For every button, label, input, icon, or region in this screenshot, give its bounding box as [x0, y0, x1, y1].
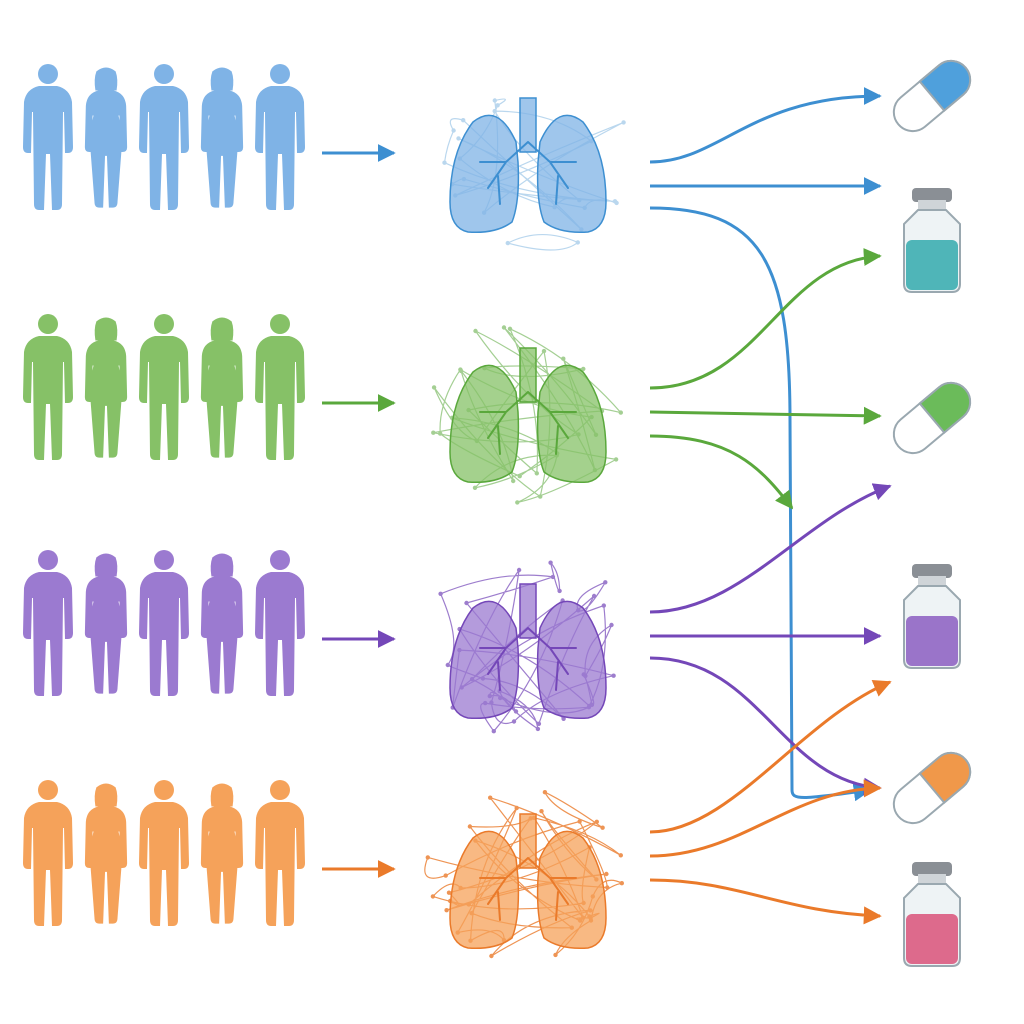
patient-group-orange — [23, 780, 305, 926]
male-person-icon — [23, 64, 73, 210]
patient-group-blue — [23, 64, 305, 210]
lung-phenotype-blue — [442, 97, 626, 251]
male-person-icon — [139, 780, 189, 926]
male-person-icon — [23, 780, 73, 926]
flow-arrow-green — [649, 248, 882, 390]
male-person-icon — [139, 314, 189, 460]
flow-arrows — [322, 87, 892, 925]
vial-teal-icon — [903, 188, 961, 293]
flow-arrow-purple — [649, 483, 892, 614]
lung-phenotype-orange — [424, 790, 624, 959]
male-person-icon — [255, 64, 305, 210]
bronchial-tree — [479, 141, 577, 205]
bronchial-tree — [479, 391, 577, 455]
capsule-green-icon — [892, 381, 972, 455]
flow-arrow-blue — [649, 87, 882, 164]
flow-arrow-green — [649, 434, 794, 510]
male-person-icon — [255, 780, 305, 926]
lungs-icon — [449, 583, 607, 720]
lungs-icon — [449, 97, 607, 234]
patient-group-purple — [23, 550, 305, 696]
female-person-icon — [200, 783, 244, 924]
treatments — [892, 59, 972, 967]
capsule-blue-icon — [892, 59, 972, 133]
flow-arrow-green — [649, 406, 882, 425]
female-person-icon — [200, 67, 244, 208]
flow-arrow-orange — [649, 680, 892, 834]
male-person-icon — [255, 314, 305, 460]
patient-groups — [23, 64, 305, 926]
female-person-icon — [84, 783, 128, 924]
bronchial-tree — [479, 627, 577, 691]
female-person-icon — [84, 317, 128, 458]
lung-phenotypes — [424, 97, 626, 959]
patient-group-green — [23, 314, 305, 460]
female-person-icon — [84, 553, 128, 694]
flow-arrow-orange — [649, 878, 882, 925]
male-person-icon — [139, 64, 189, 210]
vial-purple-icon — [903, 564, 961, 669]
male-person-icon — [23, 550, 73, 696]
vial-pink-icon — [903, 862, 961, 967]
lung-phenotype-purple — [438, 560, 616, 734]
capsule-orange-icon — [892, 751, 972, 825]
female-person-icon — [200, 317, 244, 458]
lung-phenotype-green — [431, 325, 623, 505]
female-person-icon — [200, 553, 244, 694]
lungs-icon — [449, 813, 607, 950]
male-person-icon — [139, 550, 189, 696]
flow-arrow-orange — [649, 779, 882, 858]
bronchial-tree — [479, 857, 577, 921]
male-person-icon — [255, 550, 305, 696]
female-person-icon — [84, 67, 128, 208]
flow-arrow-blue — [649, 206, 872, 802]
flow-arrow-purple — [649, 656, 882, 796]
male-person-icon — [23, 314, 73, 460]
